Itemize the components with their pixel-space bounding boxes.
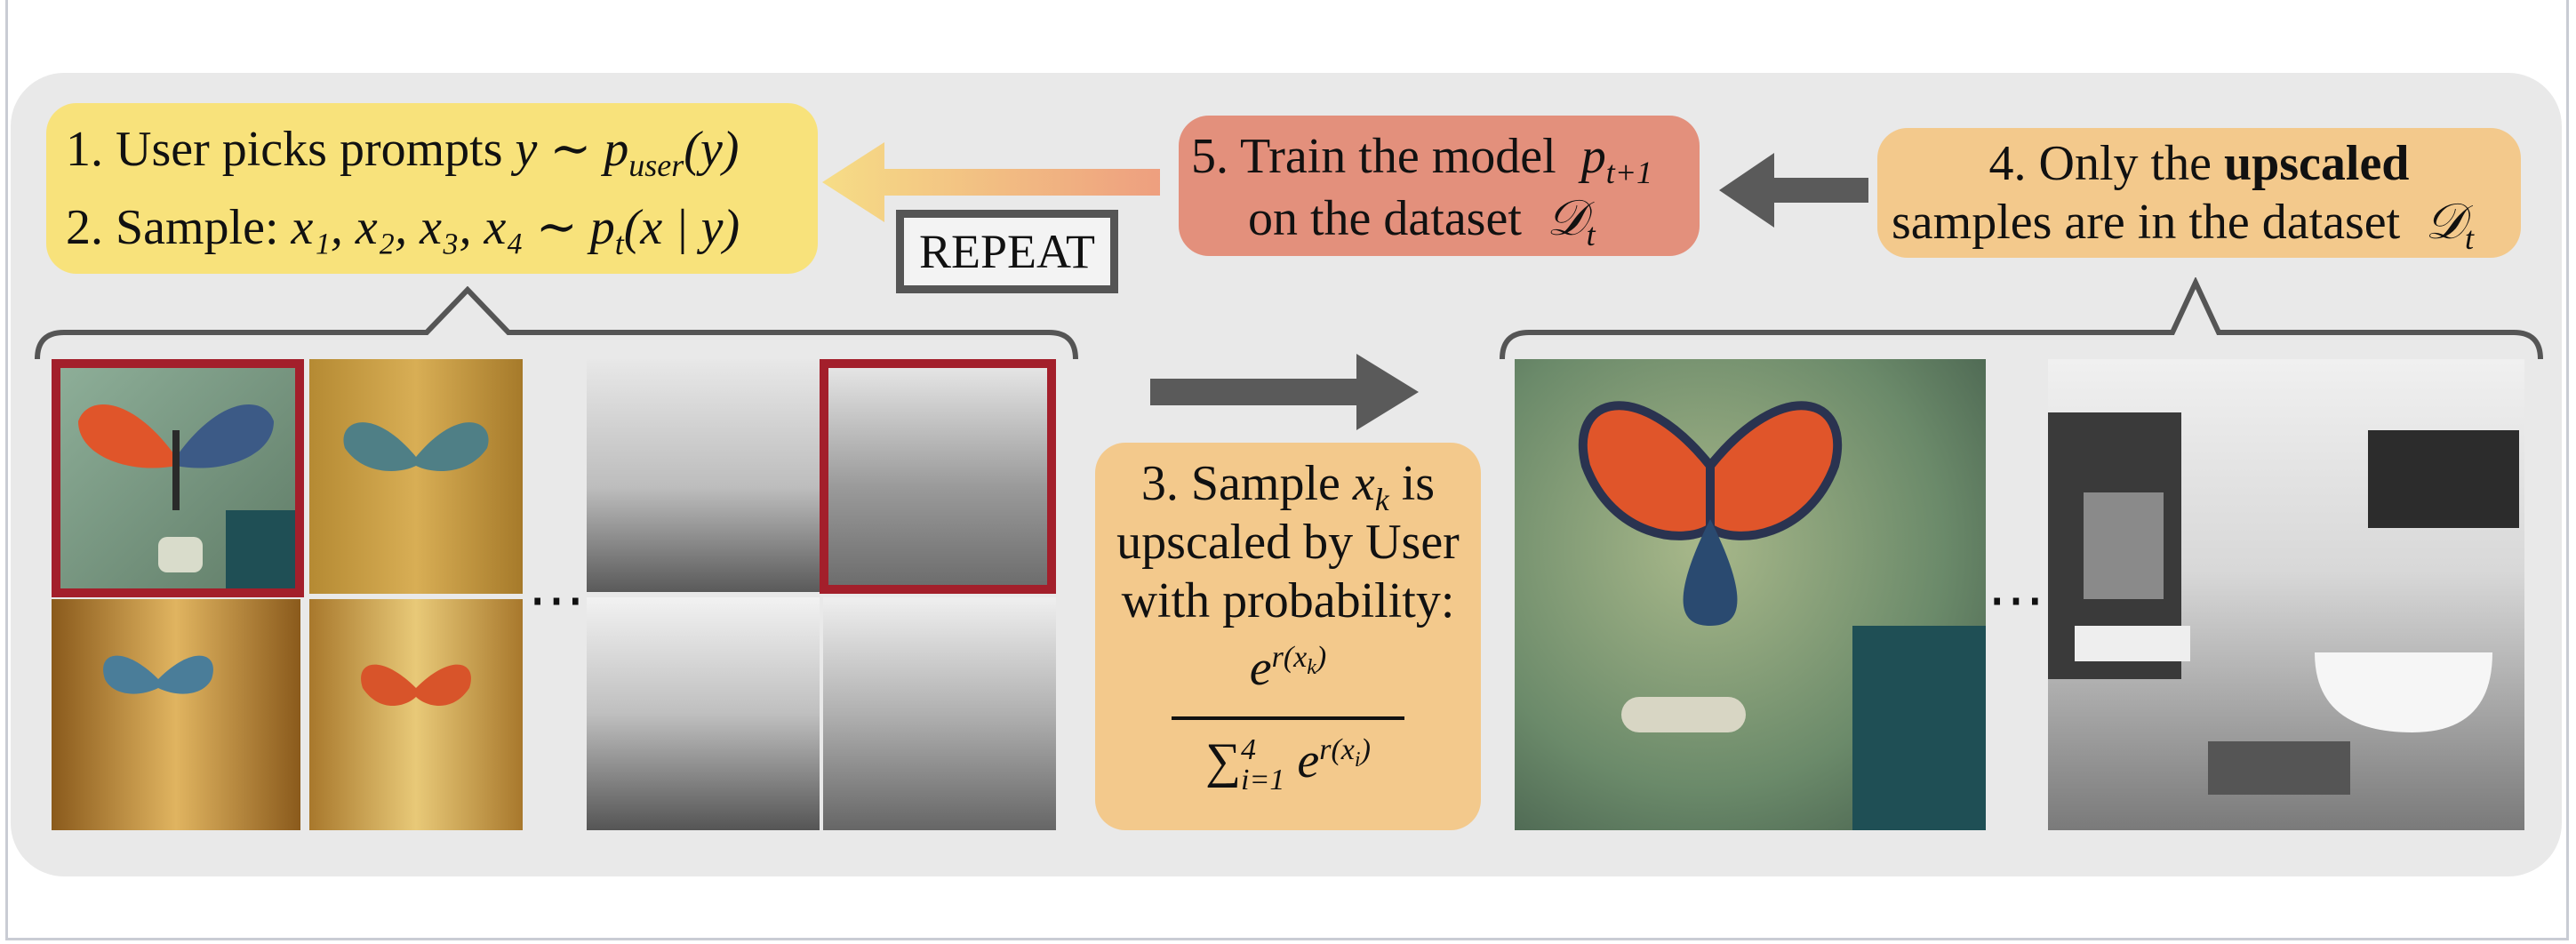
ellipsis-right: ⋯ [1988,568,2050,631]
step4-line1a: 4. Only the [1988,136,2224,191]
fraction-bar [1172,716,1404,720]
den-exp-end: ) [1360,733,1371,767]
upscaled-bathroom-image [2048,359,2524,830]
step5-line1: 5. Train the model pt+1 [1191,128,1652,192]
den-base: e [1297,733,1320,788]
upscaled-butterfly-image [1515,359,1986,830]
butterfly-thumb-1 [52,359,300,594]
repeat-box: REPEAT [896,210,1118,293]
step2-sub: t [614,226,624,262]
step2-tail: (x | y) [623,200,740,255]
den-sub: i=1 [1241,764,1285,797]
step-5-box: 5. Train the model pt+1 on the dataset 𝒟… [1179,116,1700,256]
arrow-to-upscale [1150,354,1419,430]
numerator-base: e [1249,641,1272,696]
bathroom-illustration [2048,412,2519,795]
bathroom-thumb-1 [587,359,820,592]
step4-line2: samples are in the dataset 𝒟t [1892,194,2474,258]
numerator-exp-sub: k [1307,656,1316,680]
step5-line2: on the dataset 𝒟t [1248,190,1596,254]
step2-text: 2. Sample: [66,200,279,255]
right-brace [1500,277,2543,360]
butterfly-thumb-2 [309,359,523,594]
ellipsis-left: ⋯ [528,568,590,631]
butterfly-thumb-4 [309,599,523,830]
bathroom-thumb-3 [587,597,820,830]
step5-line2-text: on the dataset [1248,191,1522,246]
step5-dataset: 𝒟 [1546,191,1587,246]
step1-math: y ∼ p [515,122,629,177]
fraction-numerator: er(xk) [1095,640,1481,697]
bathroom-grid [587,359,1056,830]
step-4-box: 4. Only the upscaled samples are in the … [1877,128,2521,258]
step3-var-sub: k [1374,482,1389,518]
step-1-2-box: 1. User picks prompts y ∼ puser(y) 2. Sa… [46,103,818,274]
numerator-exp: r(x [1271,641,1308,675]
den-sup: 4 [1241,733,1256,767]
arrow-to-train [1719,153,1868,228]
step4-line1: 4. Only the upscaled [1877,135,2521,192]
step3-line2: upscaled by User [1116,515,1460,570]
repeat-arrow [822,142,1160,222]
step3-line1a: 3. Sample [1140,456,1353,511]
step1-line: 1. User picks prompts y ∼ puser(y) [66,121,739,185]
step5-line1-text: 5. Train the model [1191,129,1556,184]
butterfly-thumb-3 [52,599,300,830]
left-brace [35,286,1078,360]
step3-line1: 3. Sample xk is [1095,455,1481,519]
repeat-label: REPEAT [918,225,1096,278]
step4-line1b: upscaled [2223,136,2410,191]
step1-sub: user [628,148,684,184]
step4-dataset: 𝒟 [2425,195,2465,250]
butterfly-icon [343,422,489,471]
step4-line2-text: samples are in the dataset [1892,195,2401,250]
numerator-exp-end: ) [1316,641,1327,675]
step1-text: 1. User picks prompts [66,122,503,177]
step3-line3: with probability: [1121,573,1455,628]
butterfly-grid [52,359,523,830]
den-exp: r(x [1319,733,1355,767]
step5-model: p [1580,129,1606,184]
butterfly-icon [78,404,300,594]
bathroom-thumb-4 [823,597,1056,830]
step4-dataset-sub: t [2464,220,2474,257]
step5-model-sub: t+1 [1605,155,1652,191]
butterfly-icon [103,655,213,694]
step2-math: x₁, x₂, x₃, x₄ ∼ p [291,200,615,255]
bathroom-thumb-2 [823,359,1056,592]
selected-frame-1 [52,359,304,597]
selected-frame-2 [820,359,1056,594]
outer-frame [5,0,2569,940]
step2-line: 2. Sample: x₁, x₂, x₃, x₄ ∼ pt(x | y) [66,199,740,263]
den-exp-sub: i [1354,748,1361,772]
den-sigma: ∑ [1205,733,1241,788]
step-3-box: 3. Sample xk is upscaled by User with pr… [1095,443,1481,830]
step3-var: x [1352,456,1375,511]
step1-tail: (y) [684,122,740,177]
butterfly-icon [1578,401,1986,830]
step5-dataset-sub: t [1586,217,1596,253]
butterfly-icon [361,664,471,706]
step3-line1b: is [1388,456,1436,511]
